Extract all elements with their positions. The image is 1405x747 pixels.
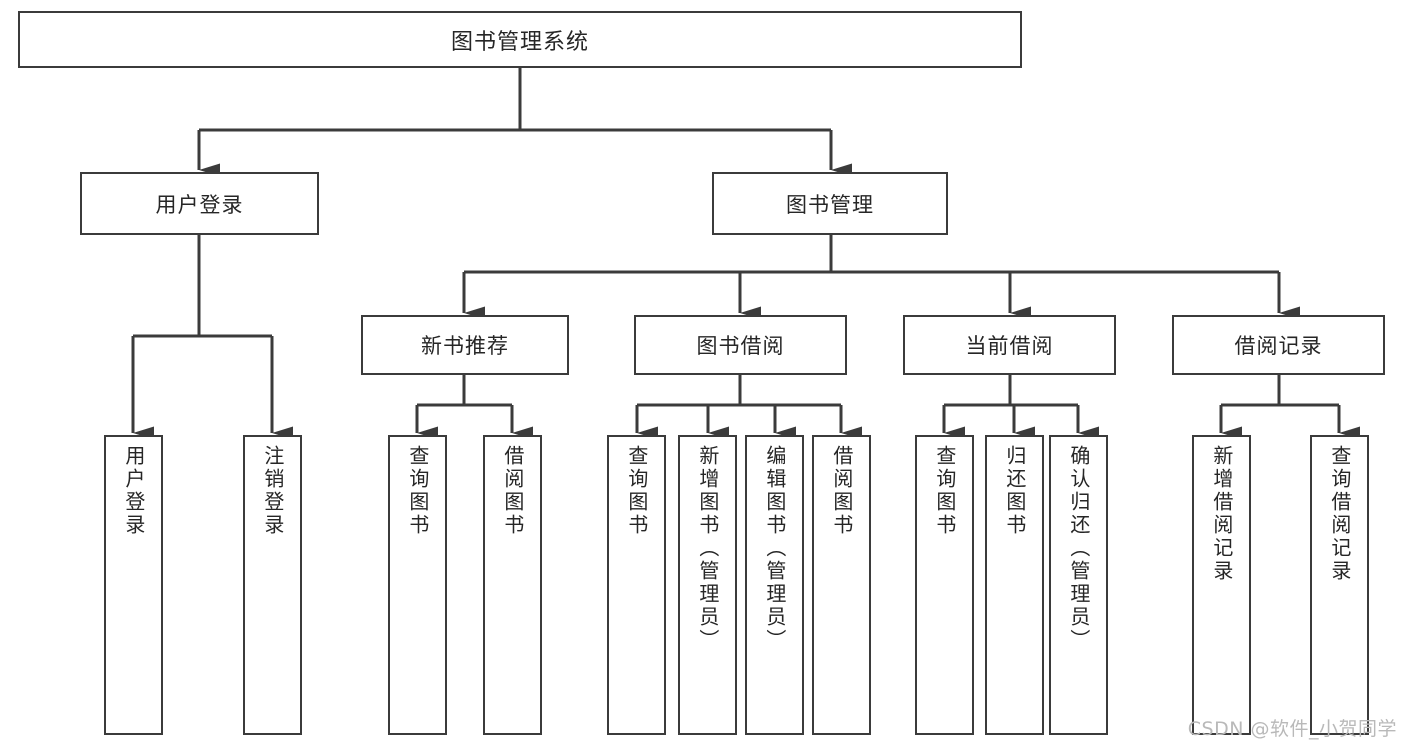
node-new-book-rec-label: 新书推荐 [421, 334, 509, 358]
node-leaf-user-login[interactable]: 用户登录 [104, 435, 163, 735]
node-leaf-add-record-label: 新增借阅记录 [1209, 445, 1234, 583]
node-leaf-confirm-return[interactable]: 确认归还（管理员） [1049, 435, 1108, 735]
node-leaf-query-book-1[interactable]: 查询图书 [388, 435, 447, 735]
node-book-borrow[interactable]: 图书借阅 [634, 315, 847, 375]
node-current-borrow[interactable]: 当前借阅 [903, 315, 1116, 375]
node-root[interactable]: 图书管理系统 [18, 11, 1022, 68]
node-leaf-query-book-2[interactable]: 查询图书 [607, 435, 666, 735]
node-leaf-edit-book[interactable]: 编辑图书（管理员） [745, 435, 804, 735]
node-borrow-record[interactable]: 借阅记录 [1172, 315, 1385, 375]
node-user-login-label: 用户登录 [155, 192, 244, 217]
node-leaf-logout[interactable]: 注销登录 [243, 435, 302, 735]
node-leaf-return-book-label: 归还图书 [1002, 445, 1027, 537]
node-leaf-query-book-3-label: 查询图书 [932, 445, 957, 537]
node-leaf-query-book-3[interactable]: 查询图书 [915, 435, 974, 735]
node-new-book-rec[interactable]: 新书推荐 [361, 315, 569, 375]
node-current-borrow-label: 当前借阅 [965, 334, 1054, 358]
node-leaf-confirm-return-label: 确认归还（管理员） [1066, 445, 1091, 652]
node-leaf-query-book-2-label: 查询图书 [624, 445, 649, 537]
node-book-manage[interactable]: 图书管理 [712, 172, 948, 235]
node-leaf-logout-label: 注销登录 [260, 445, 285, 537]
node-book-borrow-label: 图书借阅 [696, 334, 785, 358]
node-leaf-return-book[interactable]: 归还图书 [985, 435, 1044, 735]
node-leaf-borrow-book-2-label: 借阅图书 [829, 445, 854, 537]
node-leaf-user-login-label: 用户登录 [121, 445, 146, 537]
node-leaf-borrow-book-1[interactable]: 借阅图书 [483, 435, 542, 735]
node-user-login[interactable]: 用户登录 [80, 172, 319, 235]
node-borrow-record-label: 借阅记录 [1234, 334, 1323, 358]
node-leaf-borrow-book-2[interactable]: 借阅图书 [812, 435, 871, 735]
node-leaf-edit-book-label: 编辑图书（管理员） [762, 445, 787, 652]
node-root-label: 图书管理系统 [450, 29, 589, 55]
node-leaf-query-book-1-label: 查询图书 [405, 445, 430, 537]
node-leaf-add-record[interactable]: 新增借阅记录 [1192, 435, 1251, 735]
node-leaf-borrow-book-1-label: 借阅图书 [500, 445, 525, 537]
node-leaf-query-record-label: 查询借阅记录 [1327, 445, 1352, 583]
node-book-manage-label: 图书管理 [786, 192, 874, 217]
node-leaf-add-book-label: 新增图书（管理员） [695, 445, 720, 652]
node-leaf-add-book[interactable]: 新增图书（管理员） [678, 435, 737, 735]
node-leaf-query-record[interactable]: 查询借阅记录 [1310, 435, 1369, 735]
